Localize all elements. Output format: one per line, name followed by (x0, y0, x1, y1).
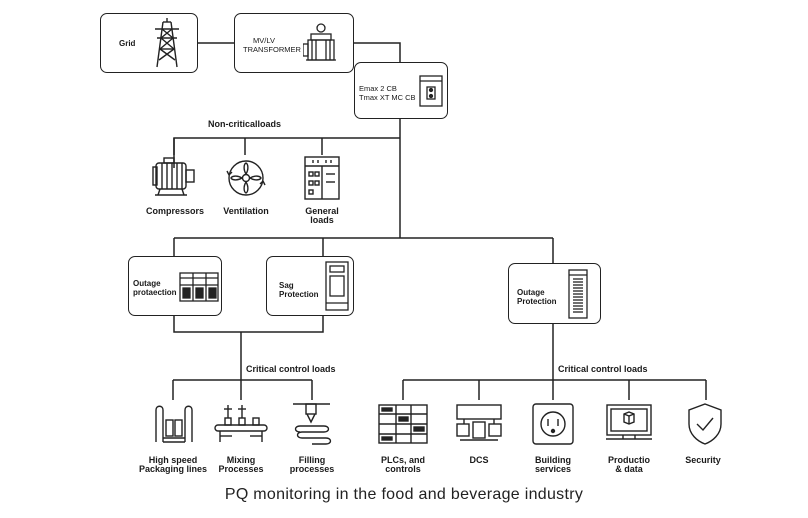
sag-label-1: Sag (279, 281, 294, 290)
building-caption-2: services (534, 464, 572, 474)
production-caption-1: Productio (608, 455, 650, 465)
critical-loads-right-label: Critical control loads (555, 364, 651, 374)
critical-loads-left-label: Critical control loads (243, 364, 339, 374)
security-caption: Security (685, 455, 721, 465)
dcs-icon (456, 404, 502, 441)
outage-protection-left: Outage protaection (128, 256, 222, 316)
diagram-title: PQ monitoring in the food and beverage i… (224, 486, 584, 503)
outage-right-label-1: Outage (517, 288, 545, 297)
plcs-caption-2: controls (385, 464, 421, 474)
mixing-caption-2: Processes (218, 464, 264, 474)
mixing-caption-1: Mixing (226, 455, 256, 465)
breaker-label-1: Emax 2 CB (359, 84, 397, 93)
filling-caption-1: Filling (298, 455, 326, 465)
compressors-caption: Compressors (145, 206, 205, 216)
transformer-label-2: TRANSFORMER (243, 45, 301, 54)
ups-cabinet-icon (179, 272, 219, 302)
general-caption-1: General (305, 206, 339, 216)
plcs-caption-1: PLCs, and (380, 455, 425, 465)
packaging-caption-1: High speed (148, 455, 198, 465)
sag-label-2: Protection (279, 290, 319, 299)
outage-left-label-1: Outage (133, 279, 161, 288)
production-caption-2: & data (615, 464, 643, 474)
non-critical-loads-label: Non-criticalloads (205, 119, 285, 129)
sag-cabinet-icon (325, 261, 349, 311)
grid-label: Grid (119, 39, 136, 48)
shield-icon (688, 403, 722, 445)
tall-cabinet-icon (568, 269, 588, 319)
grid-node: Grid (100, 13, 198, 73)
outage-left-label-2: protaection (133, 288, 177, 297)
socket-icon (532, 403, 574, 445)
sag-protection-box: Sag Protection (266, 256, 354, 316)
general-caption-2: loads (310, 215, 334, 225)
packaging-caption-2: Packaging lines (138, 464, 208, 474)
breaker-node: Emax 2 CB Tmax XT MC CB (354, 62, 448, 119)
plc-icon (378, 404, 428, 444)
monitor-icon (606, 404, 652, 440)
transformer-icon (303, 23, 336, 61)
transformer-node: MV/LV TRANSFORMER (234, 13, 354, 73)
breaker-icon (419, 75, 443, 107)
mixing-icon (214, 405, 268, 442)
dcs-caption: DCS (469, 455, 489, 465)
outage-right-label-2: Protection (517, 297, 557, 306)
building-caption-1: Building (535, 455, 571, 465)
packaging-icon (155, 405, 193, 443)
fan-icon (226, 160, 266, 196)
pylon-icon (155, 18, 179, 68)
filling-icon (293, 403, 332, 445)
filling-caption-2: processes (289, 464, 335, 474)
outage-protection-right: Outage Protection (508, 263, 601, 324)
transformer-label-1: MV/LV (253, 36, 275, 45)
compressor-icon (152, 157, 195, 196)
panel-icon (304, 156, 340, 200)
ventilation-caption: Ventilation (223, 206, 269, 216)
breaker-label-2: Tmax XT MC CB (359, 93, 416, 102)
